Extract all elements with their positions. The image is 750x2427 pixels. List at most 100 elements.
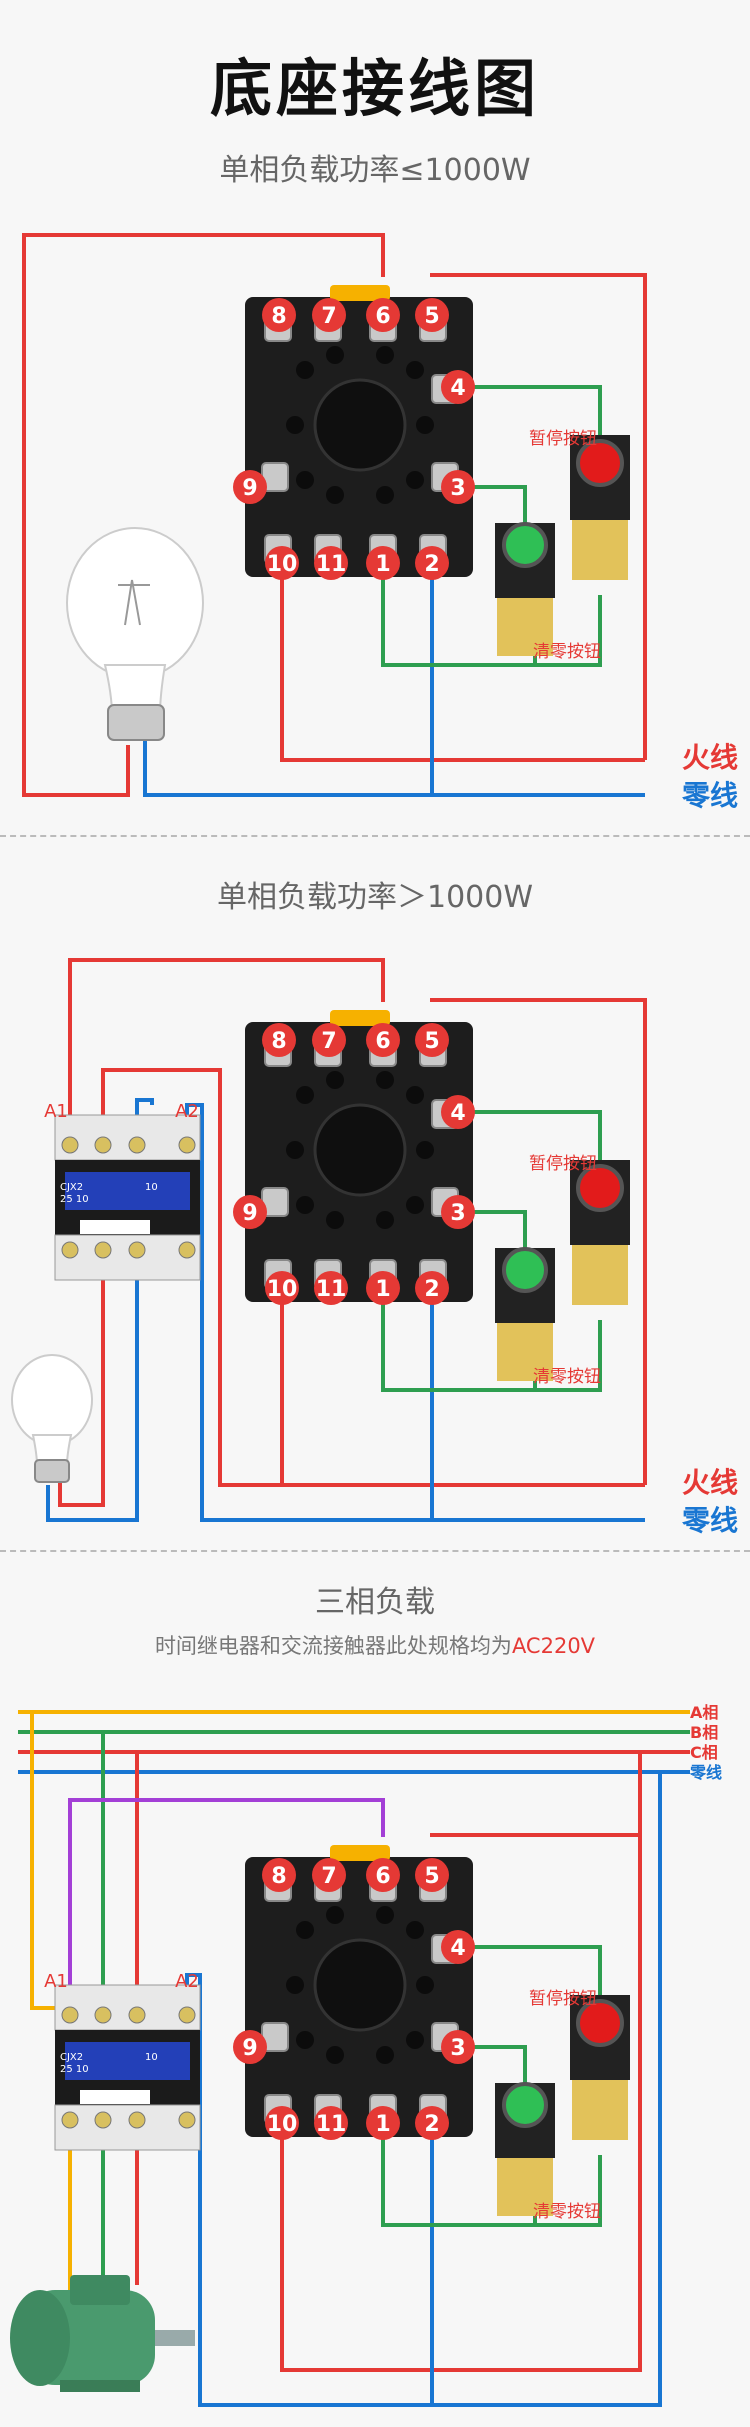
wire-green-pin4	[458, 385, 602, 443]
section-divider	[0, 835, 750, 837]
spec-note: 时间继电器和交流接触器此处规格均为AC220V	[154, 1634, 596, 1658]
wire-red-lamp	[58, 1275, 105, 1507]
wiring-diagram-1: 8 7 6 5 4 3 9 10 11 1 2 暂停按钮 清零按钮 火线 零线	[22, 233, 738, 812]
contactor-rating: 25 10	[60, 1194, 89, 1205]
a2-label: A2	[175, 1101, 199, 1122]
pin-4: 4	[450, 376, 465, 401]
wiring-diagram-3: A相 B相 C相 零线 CJX2 25 10 10 A1 A2	[10, 1703, 722, 2407]
wire-red-lamp	[22, 233, 385, 797]
neutral-label: 零线	[689, 1763, 722, 1782]
wire-green-pin4	[458, 1945, 602, 2003]
wire-green-pin4	[458, 1110, 602, 1168]
pin-2: 2	[424, 2112, 439, 2137]
pin-8: 8	[271, 304, 286, 329]
pin-5: 5	[424, 1864, 439, 1889]
pin-10: 10	[267, 2112, 298, 2137]
pin-6: 6	[375, 1864, 390, 1889]
wire-green-pin1	[381, 2115, 602, 2227]
pin-labels: 8 7 6 5 4 3 9 10 11 1 2	[233, 1023, 475, 1305]
pin-9: 9	[242, 476, 257, 501]
light-bulb-icon	[66, 527, 204, 741]
phase-b-label: B相	[690, 1723, 718, 1742]
pin-11: 11	[316, 1277, 347, 1302]
wire-green-pin3	[458, 2045, 527, 2090]
pin-8: 8	[271, 1864, 286, 1889]
wire-yellow-contactor	[30, 1712, 70, 2010]
section1-subtitle: 单相负载功率≤1000W	[219, 153, 531, 188]
pin-5: 5	[424, 1029, 439, 1054]
pause-button	[570, 1995, 630, 2140]
pin-labels: 8 7 6 5 4 3 9 10 11 1 2	[233, 298, 475, 580]
wire-green-pin1	[381, 1280, 602, 1392]
contactor: CJX2 25 10 10	[54, 1114, 201, 1281]
section-divider	[0, 1550, 750, 1552]
page-title: 底座接线图	[209, 52, 540, 125]
wire-blue-lamp	[46, 1275, 139, 1522]
contactor-rating: 25 10	[60, 2064, 89, 2075]
pin-7: 7	[321, 1864, 336, 1889]
wire-red-a1	[68, 958, 385, 1120]
wire-purple-a1	[68, 1798, 385, 1990]
pause-button-label: 暂停按钮	[529, 429, 597, 449]
reset-button	[495, 522, 555, 656]
pin-1: 1	[375, 1277, 390, 1302]
pin-7: 7	[321, 1029, 336, 1054]
a1-label: A1	[44, 1101, 68, 1122]
phase-labels: A相 B相 C相 零线	[689, 1703, 722, 1782]
wire-red-pin5	[430, 998, 647, 1485]
pin-4: 4	[450, 1936, 465, 1961]
wire-blue-a2	[185, 1103, 645, 1522]
section2-subtitle: 单相负载功率＞1000W	[216, 880, 533, 915]
pin-1: 1	[375, 552, 390, 577]
phase-a-label: A相	[690, 1703, 718, 1722]
pin-3: 3	[450, 1201, 465, 1226]
pause-button-label: 暂停按钮	[529, 1989, 597, 2009]
a2-label: A2	[175, 1971, 199, 1992]
pin-1: 1	[375, 2112, 390, 2137]
pin-3: 3	[450, 2036, 465, 2061]
pause-button	[570, 435, 630, 580]
wire-green-pin3	[458, 485, 527, 530]
contactor: CJX2 25 10 10	[54, 1984, 201, 2151]
pin-10: 10	[267, 552, 298, 577]
contactor-code: 10	[145, 2052, 158, 2063]
neutral-wire-label: 零线	[682, 779, 738, 812]
pin-3: 3	[450, 476, 465, 501]
reset-button	[495, 1247, 555, 1381]
wire-red-pin5	[430, 273, 647, 760]
live-wire-label: 火线	[682, 1466, 738, 1499]
pin-5: 5	[424, 304, 439, 329]
pause-button-label: 暂停按钮	[529, 1154, 597, 1174]
reset-button-label: 清零按钮	[533, 2202, 601, 2222]
wire-red-contactor-top	[101, 1068, 645, 1487]
pin-7: 7	[321, 304, 336, 329]
a1-label: A1	[44, 1971, 68, 1992]
pin-9: 9	[242, 1201, 257, 1226]
wire-red-pin5	[430, 1752, 642, 1837]
wire-green-pin3	[458, 1210, 527, 1255]
phase-c-label: C相	[690, 1743, 718, 1762]
reset-button-label: 清零按钮	[533, 1367, 601, 1387]
reset-button-label: 清零按钮	[533, 642, 601, 662]
pin-2: 2	[424, 1277, 439, 1302]
wiring-diagram-2: CJX2 25 10 10 A1 A2 8 7 6 5 4 3 9 10 11 …	[11, 958, 738, 1537]
pin-6: 6	[375, 304, 390, 329]
light-bulb-icon	[11, 1354, 93, 1483]
pin-2: 2	[424, 552, 439, 577]
live-wire-label: 火线	[682, 741, 738, 774]
reset-button	[495, 2082, 555, 2216]
contactor-model: CJX2	[60, 2052, 83, 2063]
contactor-code: 10	[145, 1182, 158, 1193]
pin-9: 9	[242, 2036, 257, 2061]
pin-6: 6	[375, 1029, 390, 1054]
wire-blue-contactor-top	[135, 1098, 154, 1120]
pin-4: 4	[450, 1101, 465, 1126]
pin-10: 10	[267, 1277, 298, 1302]
neutral-wire-label: 零线	[682, 1504, 738, 1537]
wire-green-pin1	[381, 555, 602, 667]
section3-subtitle: 三相负载	[315, 1585, 435, 1620]
wire-blue-lamp	[143, 740, 645, 797]
wire-red-pin10	[280, 1835, 642, 2372]
motor-icon	[10, 2275, 195, 2392]
pin-11: 11	[316, 552, 347, 577]
